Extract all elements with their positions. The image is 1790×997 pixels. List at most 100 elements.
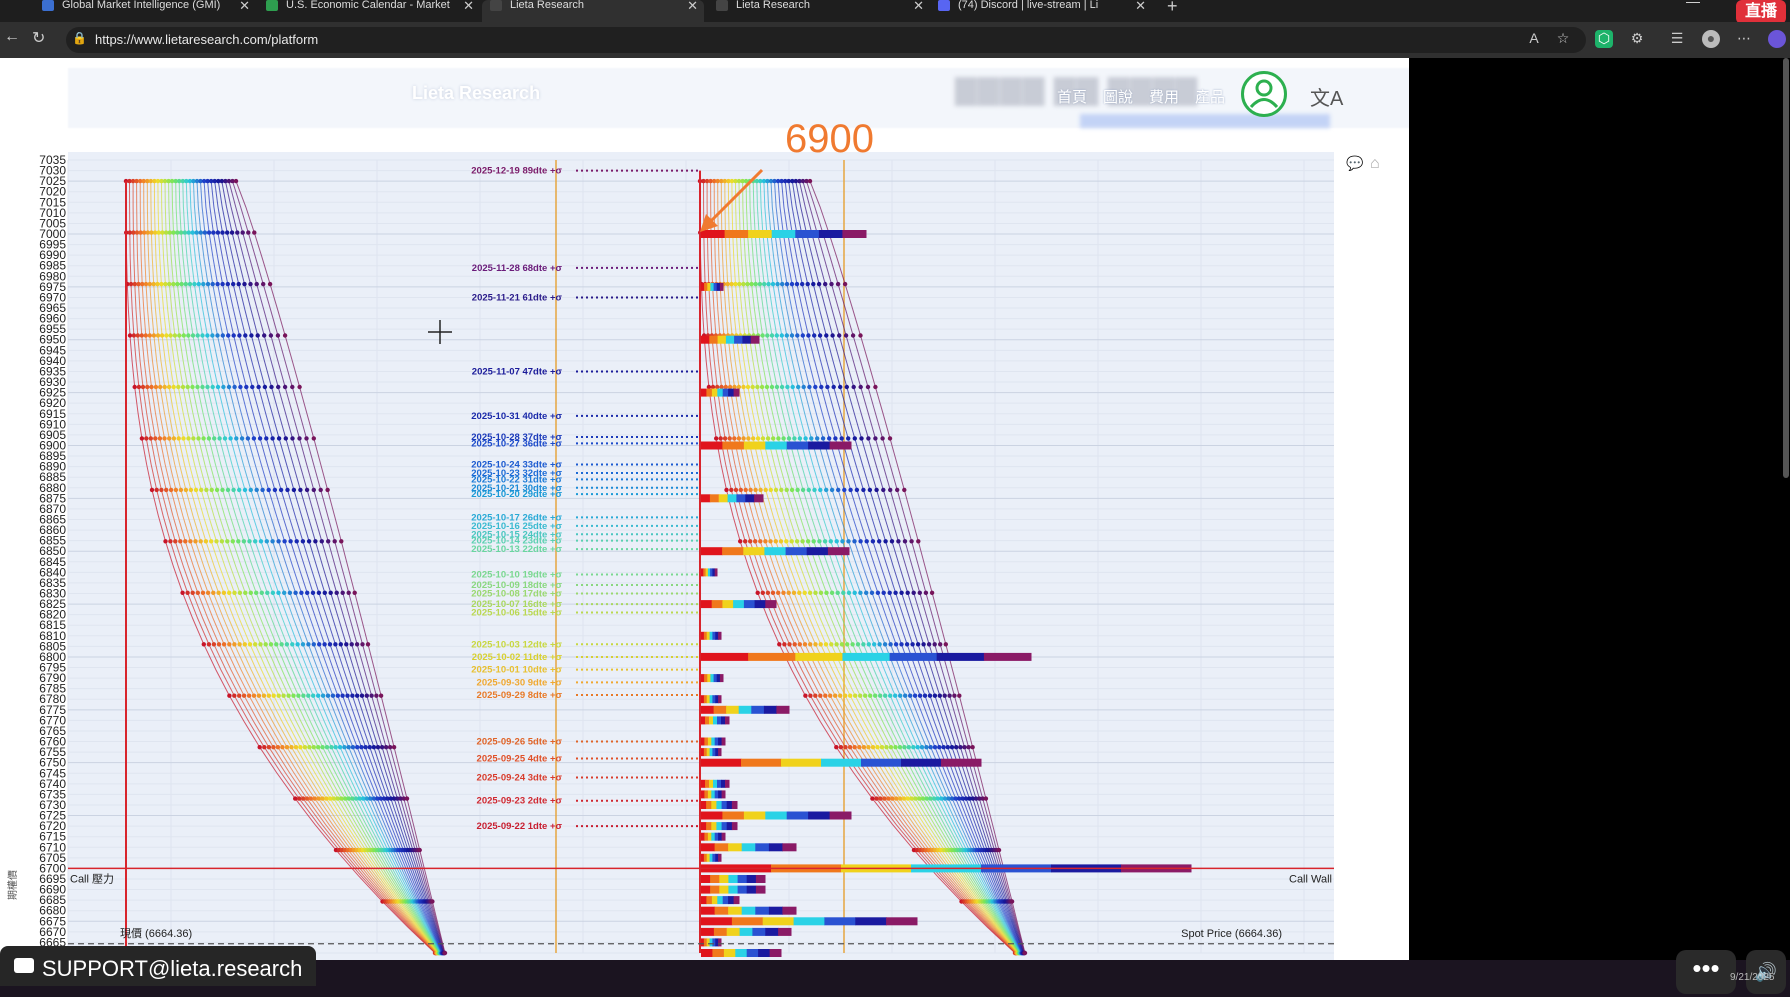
copilot-icon[interactable] <box>1768 30 1786 48</box>
curve-marker <box>335 796 340 801</box>
favorite-star-icon[interactable]: ☆ <box>1556 30 1570 46</box>
close-tab-icon[interactable]: ✕ <box>239 0 250 13</box>
curve-marker <box>777 642 782 647</box>
collections-icon[interactable]: ☰ <box>1670 30 1684 46</box>
curve-marker <box>953 796 958 801</box>
curve-marker <box>773 539 778 544</box>
back-icon[interactable]: ← <box>4 28 20 45</box>
translate-icon[interactable]: 文A <box>1310 88 1344 110</box>
expiry-curve <box>784 181 1024 954</box>
curve-marker <box>822 539 828 544</box>
curve-marker <box>847 745 853 750</box>
y-tick-label: 7000 <box>39 227 66 241</box>
close-tab-icon[interactable]: ✕ <box>1135 0 1146 13</box>
browser-tab[interactable]: Lieta Research✕ <box>708 0 930 22</box>
new-tab-button[interactable]: + <box>1167 0 1178 16</box>
nav-home[interactable]: 首頁 <box>1057 89 1088 106</box>
reload-icon[interactable]: ↻ <box>32 30 46 47</box>
curve-marker <box>261 693 267 698</box>
curve-marker <box>727 384 733 390</box>
browser-tab[interactable]: Global Market Intelligence (GMI)✕ <box>34 0 256 22</box>
curve-marker <box>801 384 806 390</box>
curve-marker <box>145 230 150 235</box>
close-tab-icon[interactable]: ✕ <box>463 0 474 13</box>
browser-tab[interactable]: Lieta Research✕ <box>482 0 704 22</box>
curve-marker <box>970 796 975 801</box>
curve-marker <box>861 745 867 750</box>
curve-marker <box>813 590 818 595</box>
comment-icon: 💬 <box>1346 155 1364 172</box>
oi-bar-segment <box>728 875 738 883</box>
nav-guide[interactable]: 圖說 <box>1103 89 1134 106</box>
curve-marker <box>257 745 262 750</box>
volume-icon[interactable]: 🔊 <box>1746 950 1786 994</box>
nav-products[interactable]: 產品 <box>1195 89 1226 106</box>
oi-bar-segment <box>733 896 740 905</box>
browser-tab[interactable]: (74) Discord | live-stream | Li✕ <box>930 0 1152 22</box>
nav-pricing[interactable]: 費用 <box>1149 89 1180 106</box>
more-options-button[interactable]: ••• <box>1676 950 1736 994</box>
curve-marker <box>203 539 209 544</box>
expiry-curve <box>745 181 1020 954</box>
read-aloud-icon[interactable]: A <box>1529 30 1539 46</box>
curve-marker <box>215 281 220 287</box>
curve-marker <box>855 642 861 647</box>
expiry-curve <box>735 181 1019 954</box>
y-tick-label: 6960 <box>39 312 66 326</box>
curve-marker <box>132 384 137 390</box>
y-tick-label: 6935 <box>39 364 66 378</box>
scrollbar-thumb[interactable] <box>1783 58 1789 478</box>
curve-marker <box>802 590 807 595</box>
profile-avatar-icon[interactable]: ● <box>1702 30 1720 48</box>
curve-marker <box>148 436 153 441</box>
lock-icon[interactable]: 🔒 <box>72 31 87 45</box>
curve-marker <box>159 281 164 287</box>
oi-bar-segment <box>715 695 719 704</box>
curve-marker <box>388 796 394 801</box>
curve-marker <box>276 436 282 441</box>
close-tab-icon[interactable]: ✕ <box>913 0 924 13</box>
more-menu-icon[interactable]: ⋯ <box>1737 30 1751 46</box>
tab-favicon-icon <box>42 0 54 11</box>
url-text[interactable]: https://www.lietaresearch.com/platform <box>95 32 319 47</box>
curve-marker <box>300 642 306 647</box>
curve-marker <box>195 590 200 595</box>
expiry-curve <box>809 180 1026 954</box>
curve-marker <box>779 178 784 184</box>
curve-marker <box>820 436 826 441</box>
curve-marker <box>171 384 176 390</box>
curve-marker <box>253 642 258 647</box>
close-tab-icon[interactable]: ✕ <box>687 0 698 13</box>
curve-marker <box>895 487 900 493</box>
curve-marker <box>248 487 253 493</box>
curve-marker <box>268 333 274 338</box>
oi-bar-segment <box>713 779 718 788</box>
curve-marker <box>917 693 923 698</box>
user-avatar-icon[interactable] <box>1241 71 1287 117</box>
curve-marker <box>920 796 926 801</box>
curve-marker <box>320 745 325 750</box>
annotation-arrow-head <box>700 214 718 232</box>
curve-marker <box>178 230 184 235</box>
curve-marker <box>743 487 748 493</box>
browser-tab[interactable]: U.S. Economic Calendar - Market✕ <box>258 0 480 22</box>
extension-icon[interactable]: ⬡ <box>1595 30 1613 48</box>
oi-bar-segment <box>704 674 708 683</box>
curve-marker <box>190 590 195 595</box>
curve-marker <box>176 436 181 441</box>
curve-marker <box>723 384 728 390</box>
curve-marker <box>729 281 734 287</box>
oi-bar-segment <box>718 853 722 862</box>
curve-marker <box>714 436 719 441</box>
curve-marker <box>301 693 306 698</box>
curve-marker <box>167 281 172 287</box>
curve-marker <box>869 590 875 595</box>
minimize-window-button[interactable]: — <box>1686 0 1700 9</box>
extensions-puzzle-icon[interactable]: ⚙ <box>1630 30 1644 46</box>
curve-marker <box>163 230 169 235</box>
site-logo[interactable]: Lieta Research <box>412 83 541 103</box>
curve-marker <box>201 436 206 441</box>
expiry-label: 2025-09-26 5dte +σ <box>477 737 563 748</box>
url-field[interactable] <box>66 27 1586 53</box>
expiry-curve <box>196 181 442 954</box>
